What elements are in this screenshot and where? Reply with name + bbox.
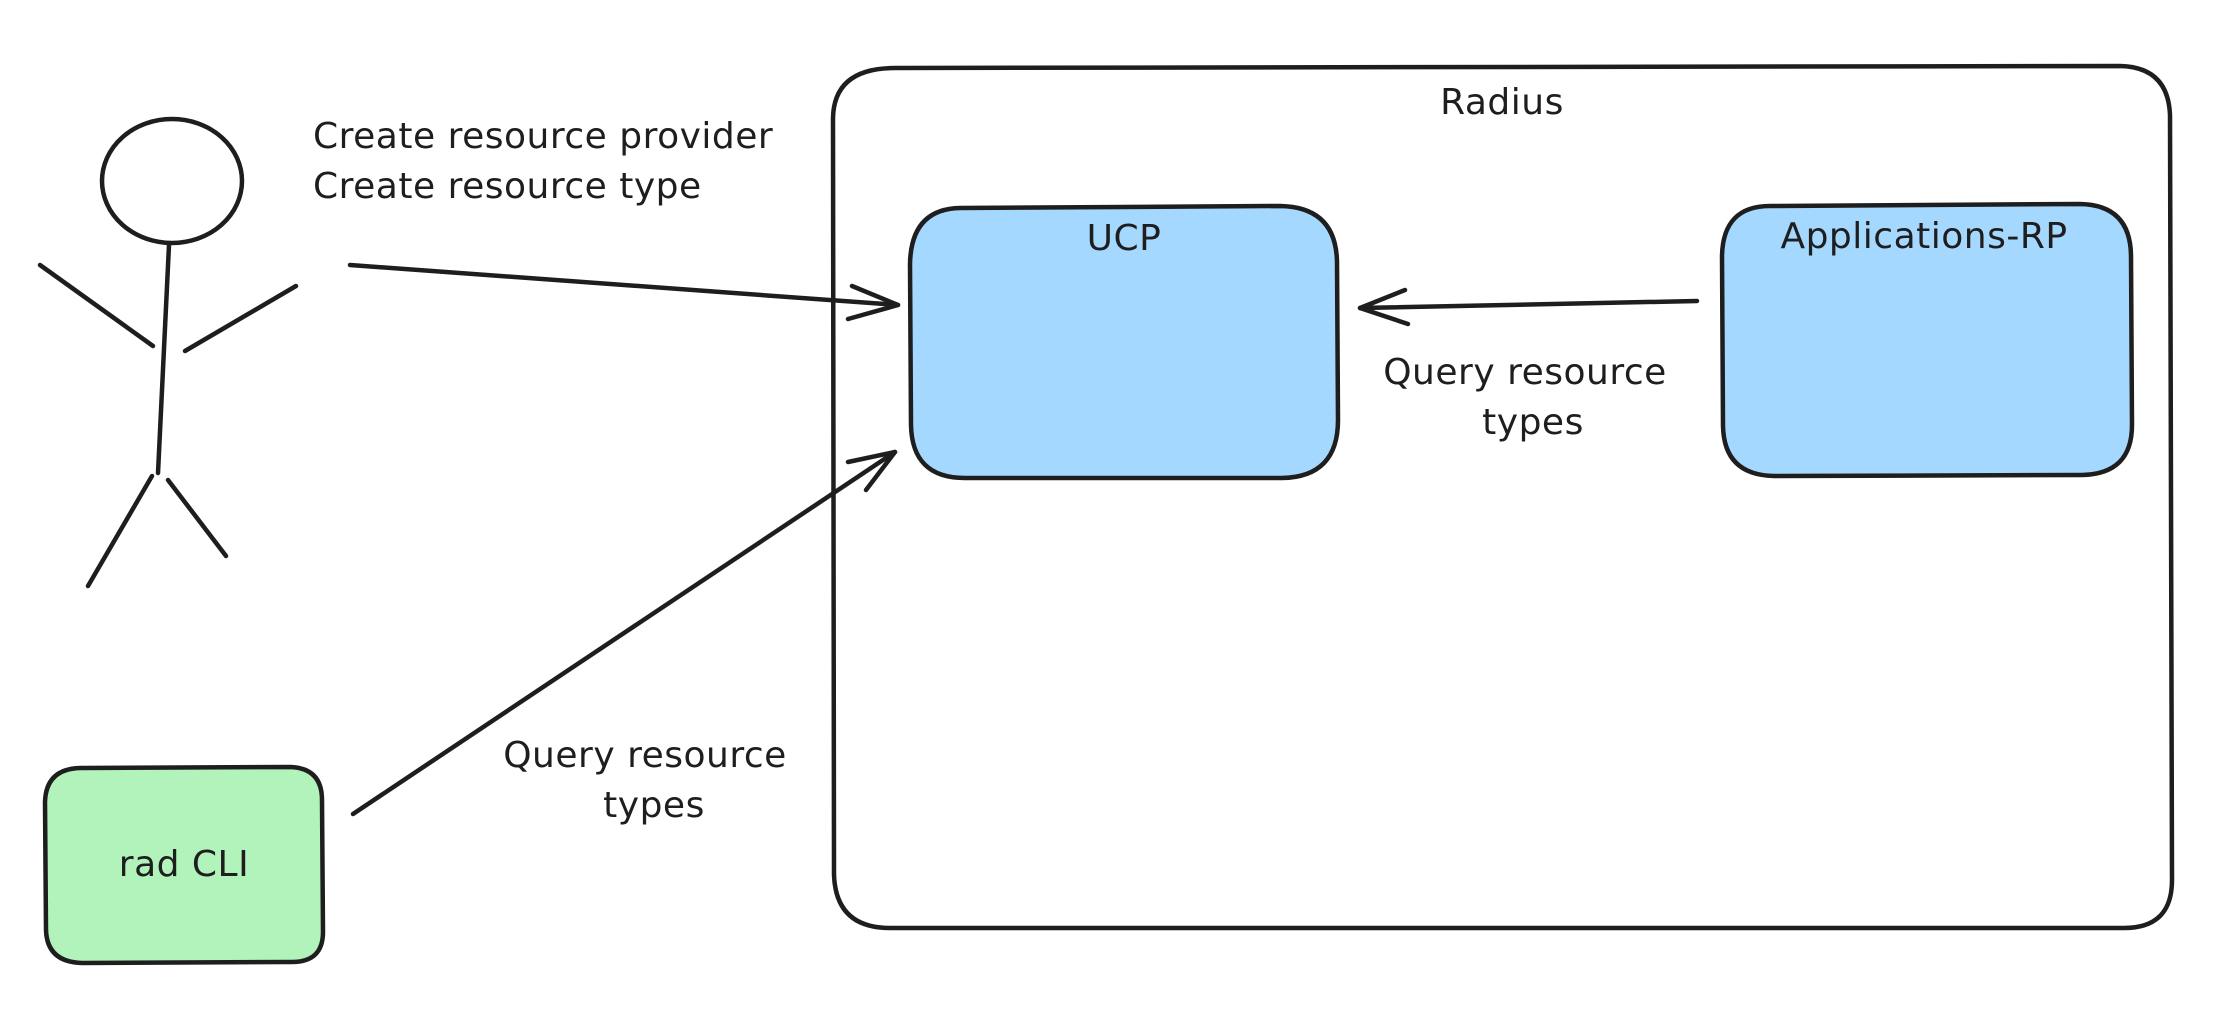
ucp-box bbox=[907, 203, 1341, 481]
applications-rp-box bbox=[1719, 201, 2135, 479]
stick-figure-icon bbox=[37, 116, 299, 589]
rad-cli-node: rad CLI bbox=[42, 764, 326, 966]
radius-label: Radius bbox=[1440, 82, 1564, 123]
ucp-label: UCP bbox=[1087, 218, 1162, 259]
arrow-cli-to-ucp bbox=[350, 449, 898, 817]
arrow-actor-to-ucp bbox=[347, 262, 901, 322]
rad-cli-box bbox=[42, 764, 326, 966]
arrow-rp-to-ucp bbox=[1357, 287, 1700, 327]
ucp-node: UCP bbox=[907, 203, 1341, 481]
applications-rp-label: Applications-RP bbox=[1780, 216, 2067, 257]
radius-box bbox=[830, 63, 2175, 931]
query-rp-label-line2: types bbox=[1482, 402, 1584, 443]
query-cli-label-line1: Query resource bbox=[503, 735, 787, 776]
query-cli-label-line2: types bbox=[603, 785, 705, 826]
radius-container: Radius bbox=[830, 63, 2175, 931]
applications-rp-node: Applications-RP bbox=[1719, 201, 2135, 479]
query-rp-label-line1: Query resource bbox=[1383, 352, 1667, 393]
create-type-label: Create resource type bbox=[313, 166, 702, 207]
rad-cli-label: rad CLI bbox=[119, 844, 249, 885]
create-provider-label: Create resource provider bbox=[313, 116, 773, 157]
